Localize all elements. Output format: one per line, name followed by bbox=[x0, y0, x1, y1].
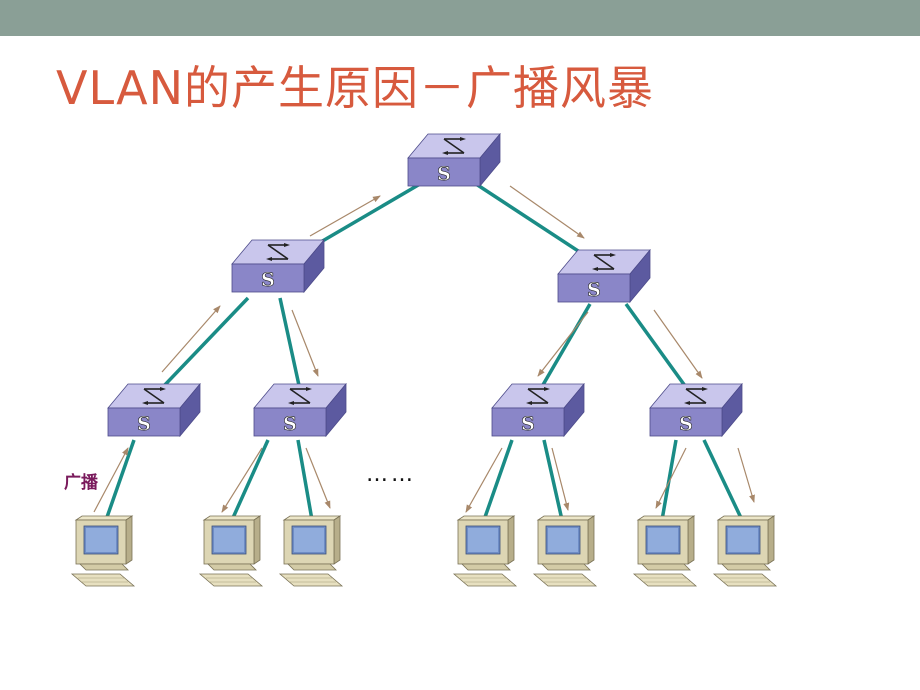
arrow-access4-pc6 bbox=[655, 447, 687, 509]
computer-icon bbox=[713, 515, 777, 587]
arrow-aggleft-down bbox=[291, 309, 319, 377]
arrow-aggleft-up bbox=[309, 195, 381, 237]
link-access4-pc6 bbox=[660, 439, 678, 521]
arrow-aggright-right bbox=[653, 309, 703, 379]
arrow-core-right bbox=[509, 185, 585, 239]
broadcast-arrows bbox=[93, 185, 755, 513]
computer-icon bbox=[533, 515, 597, 587]
switch-label: S bbox=[587, 279, 601, 301]
link-access3-pc4 bbox=[482, 439, 514, 521]
switch-agg-left: S bbox=[231, 239, 325, 293]
link-access1-pc1 bbox=[104, 439, 136, 521]
switch-access-1: S bbox=[107, 383, 201, 437]
link-aggright-access4 bbox=[624, 302, 690, 392]
computer-icon bbox=[453, 515, 517, 587]
switch-core: S bbox=[407, 133, 501, 187]
switch-access-4: S bbox=[649, 383, 743, 437]
computer-icon bbox=[71, 515, 135, 587]
switch-label: S bbox=[137, 413, 151, 435]
switch-access-3: S bbox=[491, 383, 585, 437]
switch-agg-right: S bbox=[557, 249, 651, 303]
slide-title: VLAN的产生原因－广播风暴 bbox=[56, 61, 655, 115]
link-aggleft-access2 bbox=[278, 297, 302, 391]
switch-access-2: S bbox=[253, 383, 347, 437]
arrow-access3-pc4 bbox=[465, 447, 503, 513]
switch-label: S bbox=[521, 413, 535, 435]
link-aggright-access3 bbox=[538, 303, 592, 391]
computer-icon bbox=[279, 515, 343, 587]
computer-icon bbox=[199, 515, 263, 587]
link-access3-pc5 bbox=[542, 439, 564, 521]
broadcast-label: 广播 bbox=[64, 473, 98, 493]
ellipsis: …… bbox=[366, 462, 416, 487]
arrow-access3-pc5 bbox=[551, 447, 570, 511]
switch-label: S bbox=[437, 163, 451, 185]
switch-label: S bbox=[679, 413, 693, 435]
arrow-access2-pc3 bbox=[305, 447, 331, 509]
link-access2-pc3 bbox=[296, 439, 314, 521]
arrow-access1-up bbox=[161, 305, 221, 373]
arrow-access4-pc7 bbox=[737, 447, 755, 503]
links bbox=[104, 182, 744, 521]
link-access4-pc7 bbox=[702, 439, 744, 521]
switch-label: S bbox=[283, 413, 297, 435]
arrow-access2-pc2 bbox=[221, 447, 263, 513]
link-access2-pc2 bbox=[230, 439, 270, 521]
link-aggleft-access1 bbox=[158, 296, 250, 392]
switch-label: S bbox=[261, 269, 275, 291]
arrow-pc1-up bbox=[93, 447, 129, 513]
computer-icon bbox=[633, 515, 697, 587]
header-band bbox=[0, 0, 920, 36]
arrow-aggright-left bbox=[537, 311, 589, 377]
